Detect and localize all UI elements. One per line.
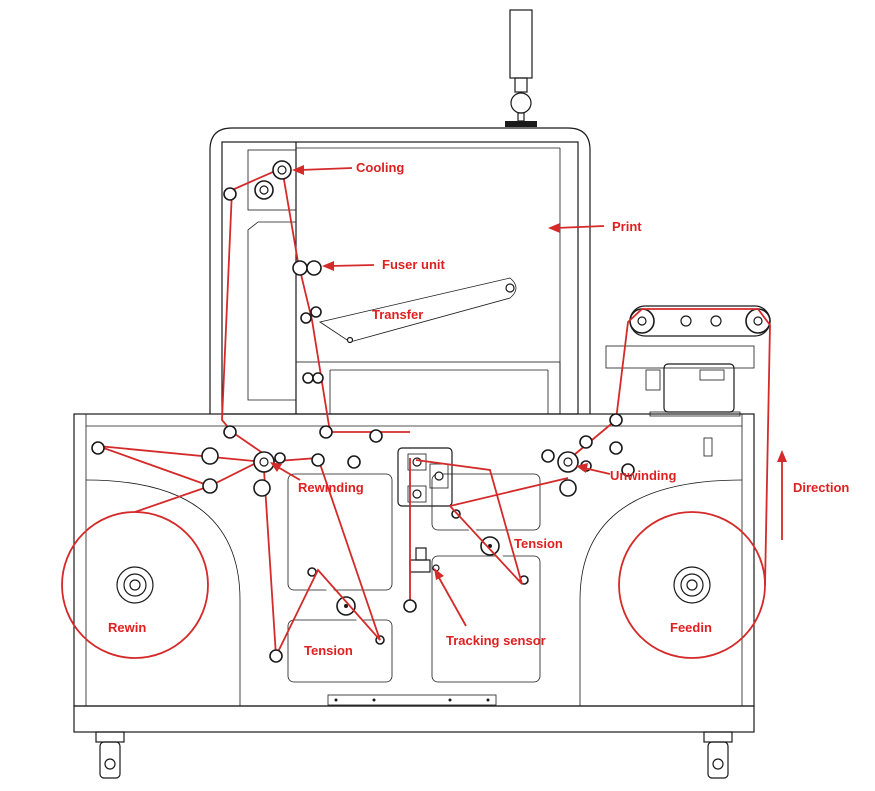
label-cooling: Cooling [356,160,405,175]
feed-reel [673,566,711,604]
label-tracking-sensor: Tracking sensor [446,633,546,648]
tracking-sensor-device [409,547,440,573]
label-direction: Direction [793,480,850,495]
signal-tower [505,9,537,127]
web-path [61,166,787,660]
label-unwinding: Unwinding [610,468,677,483]
print-head-module [605,305,771,417]
rewind-reel [116,566,154,604]
label-rewinding: Rewinding [298,480,364,495]
label-feedin: Feedin [670,620,712,635]
base-frame [73,413,755,733]
label-print: Print [612,219,642,234]
label-tension-right: Tension [514,536,563,551]
label-rewin: Rewin [108,620,147,635]
label-tension-left: Tension [304,643,353,658]
tension-arm-left [307,567,385,645]
label-pointers [270,165,611,627]
center-guide-block [397,447,453,507]
rollers [91,160,635,663]
caster-left [95,731,125,779]
caster-right [703,731,733,779]
label-transfer: Transfer [372,307,424,322]
label-fuser-unit: Fuser unit [382,257,445,272]
